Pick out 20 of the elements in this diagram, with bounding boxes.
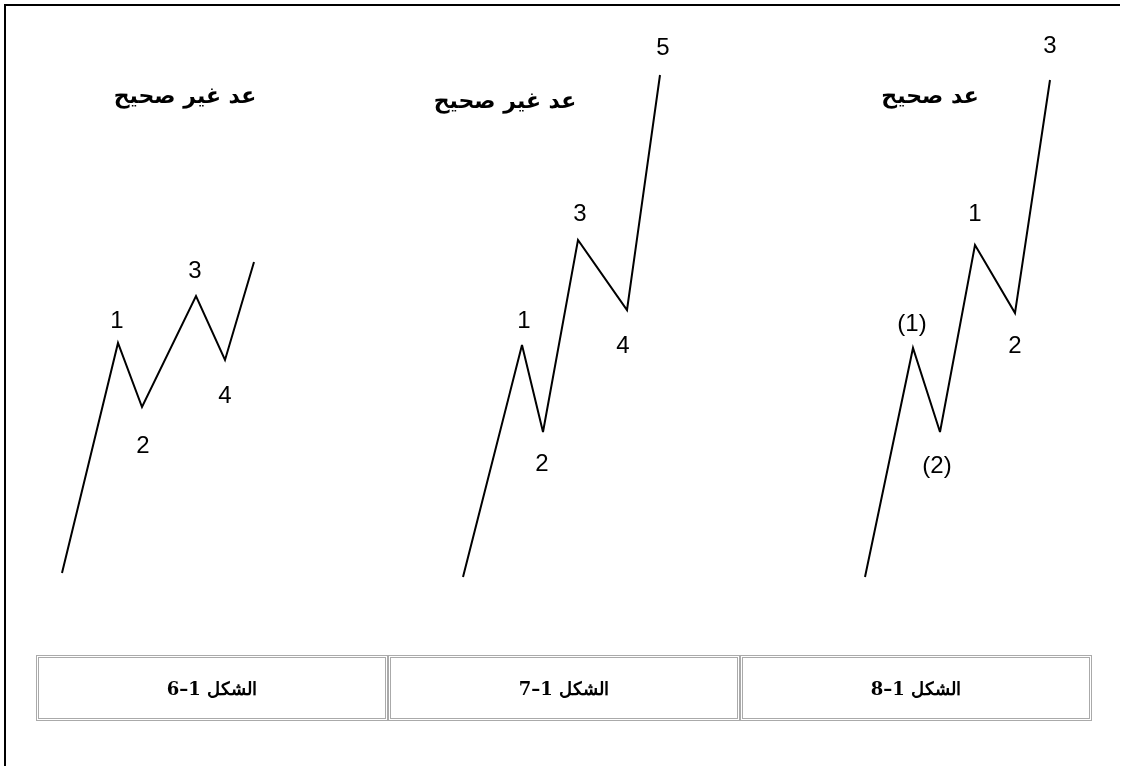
wave-number: (1) — [897, 309, 927, 337]
panel-heading: عد غير صحيح — [113, 82, 257, 108]
wave-number: 3 — [573, 199, 587, 227]
figure-caption: الشكل 1–8 — [870, 677, 962, 699]
wave-number: 1 — [110, 306, 124, 334]
wave-number: 1 — [968, 199, 982, 227]
panel-heading: عد غير صحيح — [433, 87, 577, 113]
wave-number: 3 — [188, 256, 202, 284]
figure-caption: الشكل 1–7 — [518, 677, 610, 699]
wave-number: 1 — [517, 306, 531, 334]
wave-number: 4 — [218, 381, 232, 409]
wave-number: 2 — [136, 431, 150, 459]
wave-number: 2 — [535, 449, 549, 477]
wave-number: 5 — [656, 33, 670, 61]
figure-caption: الشكل 1–6 — [166, 677, 258, 699]
panel-heading: عد صحيح — [881, 82, 979, 108]
wave-number: 3 — [1043, 31, 1057, 59]
wave-number: 4 — [616, 331, 630, 359]
wave-number: 2 — [1008, 331, 1022, 359]
wave-number: (2) — [922, 451, 952, 479]
